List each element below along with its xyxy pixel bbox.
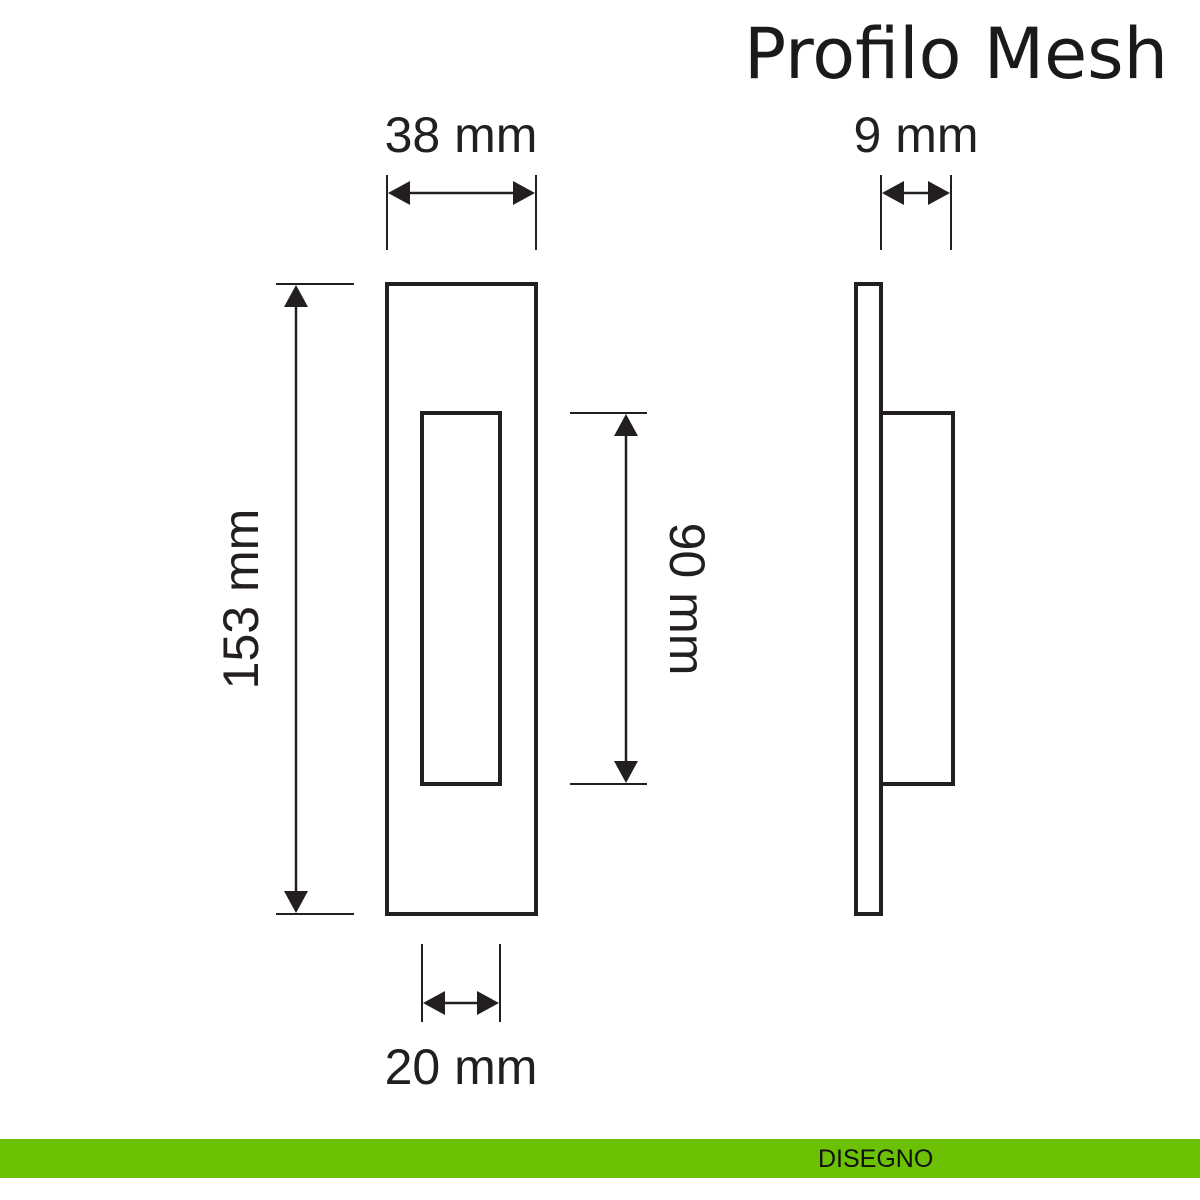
front-plate-outline (385, 282, 538, 916)
width-label: 38 mm (385, 107, 538, 163)
grip-recess-outline (420, 411, 502, 786)
side-view (854, 282, 955, 916)
height-dimension: 153 mm (213, 283, 354, 915)
depth-dimension: 9 mm (854, 107, 979, 250)
width-dimension: 38 mm (385, 107, 538, 250)
depth-label: 9 mm (854, 107, 979, 163)
footer-bar: DISEGNO (0, 1139, 1200, 1178)
grip-width-dimension: 20 mm (385, 944, 538, 1095)
grip-width-label: 20 mm (385, 1039, 538, 1095)
drawing-title: Profilo Mesh (744, 13, 1168, 95)
side-plate-outline (854, 282, 883, 916)
footer-label: DISEGNO (818, 1145, 934, 1173)
height-label: 153 mm (213, 509, 269, 690)
side-grip-outline (881, 411, 955, 786)
grip-height-label: 90 mm (659, 523, 715, 676)
front-view (385, 282, 538, 916)
grip-height-dimension: 90 mm (570, 412, 715, 785)
